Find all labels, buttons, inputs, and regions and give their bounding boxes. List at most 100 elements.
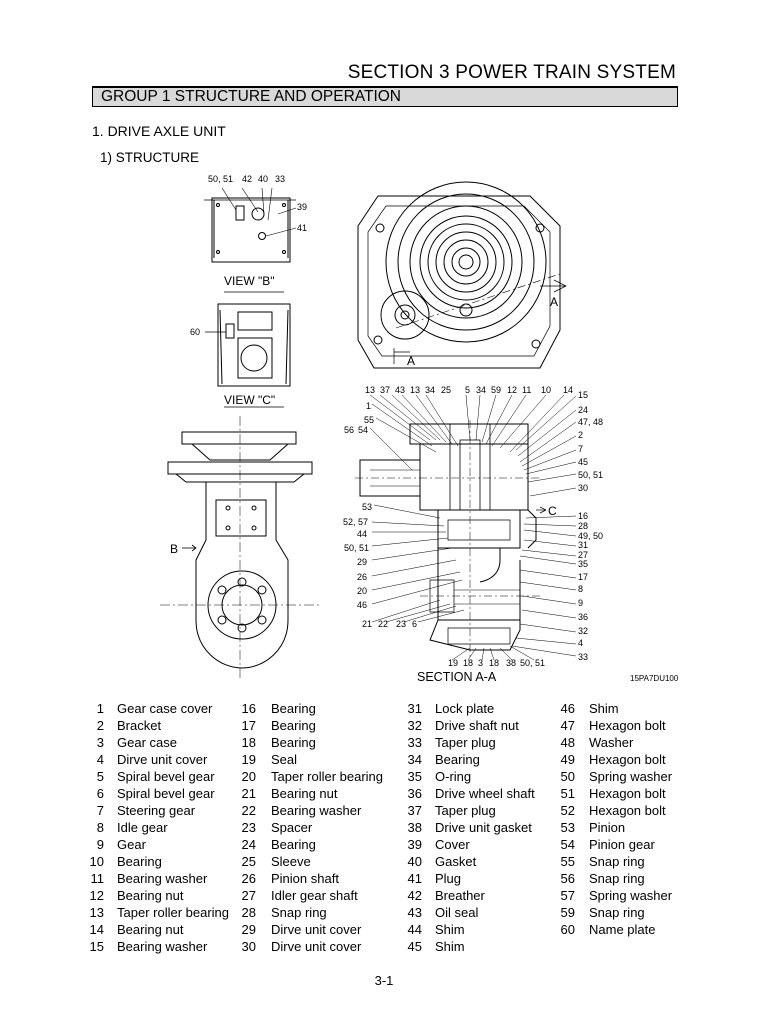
callout-left-7: 44 <box>357 529 367 539</box>
part-number: 36 <box>407 786 422 801</box>
callout-right-21: 33 <box>578 652 588 662</box>
part-name: Bracket <box>117 718 162 733</box>
part-name: Oil seal <box>435 905 479 920</box>
part-name: Snap ring <box>271 905 327 920</box>
title-rule <box>92 86 678 87</box>
callout-left-14: 22 <box>378 619 388 629</box>
callout-bottom-3: 3 <box>478 658 483 668</box>
part-name: Drive wheel shaft <box>435 786 535 801</box>
part-number: 14 <box>89 922 104 937</box>
callout-top-2: 37 <box>380 385 390 395</box>
callout-top-11: 11 <box>522 385 531 395</box>
part-name: Gear case <box>117 735 177 750</box>
part-number: 17 <box>241 718 256 733</box>
callout-left-11: 20 <box>357 586 367 596</box>
callout-bottom-6: 50, 51 <box>520 658 545 668</box>
part-name: Shim <box>435 939 465 954</box>
part-number: 12 <box>89 888 104 903</box>
part-name: Shim <box>435 922 465 937</box>
part-name: Steering gear <box>117 803 196 818</box>
part-number: 22 <box>241 803 256 818</box>
part-number: 25 <box>241 854 256 869</box>
assembly-side-drawing <box>160 416 320 680</box>
callout-bottom-4: 18 <box>489 658 499 668</box>
part-name: Snap ring <box>589 854 645 869</box>
part-name: Taper plug <box>435 735 496 750</box>
part-name: Taper plug <box>435 803 496 818</box>
part-name: Gear <box>117 837 146 852</box>
callout-left-3: 56 <box>344 425 354 435</box>
part-name: Bearing <box>117 854 162 869</box>
callout-left-16: 6 <box>412 619 417 629</box>
part-name: Bearing <box>435 752 480 767</box>
part-number: 53 <box>560 820 575 835</box>
part-number: 42 <box>407 888 422 903</box>
part-number: 27 <box>241 888 256 903</box>
figure-code: 15PA7DU100 <box>630 674 679 683</box>
callout-left-10: 26 <box>357 572 367 582</box>
heading-structure: 1) STRUCTURE <box>100 150 200 165</box>
part-name: Breather <box>435 888 485 903</box>
part-name: Plug <box>435 871 462 886</box>
part-name: Dirve unit cover <box>271 939 362 954</box>
callout-top-4: 13 <box>410 385 420 395</box>
part-name: Washer <box>589 735 634 750</box>
part-name: Spiral bevel gear <box>117 786 215 801</box>
callout-right-11: 49, 50 <box>578 531 603 541</box>
part-number: 40 <box>407 854 422 869</box>
callout-left-13: 21 <box>362 619 372 629</box>
callout-top-3: 43 <box>395 385 405 395</box>
part-number: 10 <box>89 854 104 869</box>
part-number: 51 <box>560 786 575 801</box>
callout-right-20: 4 <box>578 638 583 648</box>
part-name: Pinion gear <box>589 837 655 852</box>
part-number: 24 <box>241 837 256 852</box>
part-name: Seal <box>271 752 298 767</box>
callout-right-2: 24 <box>578 405 588 415</box>
part-name: Hexagon bolt <box>589 718 666 733</box>
part-number: 38 <box>407 820 422 835</box>
part-number: 34 <box>407 752 422 767</box>
section-leaders-top <box>369 394 565 453</box>
callout-left-12: 46 <box>357 600 367 610</box>
part-number: 56 <box>560 871 575 886</box>
callout-left-2: 55 <box>364 415 374 425</box>
view-b-label: VIEW "B" <box>224 274 275 288</box>
callout-left-1: 1 <box>366 401 371 411</box>
part-number: 9 <box>96 837 104 852</box>
part-number: 2 <box>96 718 104 733</box>
callout-view-b-1: 50, 51 <box>208 174 233 184</box>
part-number: 19 <box>241 752 256 767</box>
callout-bottom-1: 19 <box>448 658 458 668</box>
callout-view-b-5: 39 <box>297 202 307 212</box>
part-name: Bearing <box>271 718 316 733</box>
part-name: Hexagon bolt <box>589 803 666 818</box>
callout-right-13: 27 <box>578 550 588 560</box>
part-number: 4 <box>96 752 104 767</box>
callout-top-10: 12 <box>507 385 517 395</box>
callout-top-9: 59 <box>491 385 501 395</box>
callout-right-10: 28 <box>578 521 588 531</box>
heading-drive-axle-unit: 1. DRIVE AXLE UNIT <box>92 123 226 139</box>
callout-view-b-2: 42 <box>242 174 252 184</box>
section-leaders-right <box>511 395 577 657</box>
callout-left-15: 23 <box>396 619 406 629</box>
callout-right-12: 31 <box>578 540 588 550</box>
part-number: 48 <box>560 735 575 750</box>
page-number: 3-1 <box>374 973 394 988</box>
part-name: Snap ring <box>589 905 645 920</box>
part-number: 26 <box>241 871 256 886</box>
part-number: 52 <box>560 803 575 818</box>
part-number: 46 <box>560 701 575 716</box>
callout-right-8: 30 <box>578 483 588 493</box>
part-number: 5 <box>96 769 104 784</box>
callout-view-b-4: 33 <box>275 174 285 184</box>
callout-right-3: 47, 48 <box>578 417 603 427</box>
part-name: Shim <box>589 701 619 716</box>
part-number: 29 <box>241 922 256 937</box>
part-number: 41 <box>407 871 422 886</box>
part-name: Gasket <box>435 854 477 869</box>
part-name: Spiral bevel gear <box>117 769 215 784</box>
part-number: 49 <box>560 752 575 767</box>
part-name: Pinion <box>589 820 626 835</box>
